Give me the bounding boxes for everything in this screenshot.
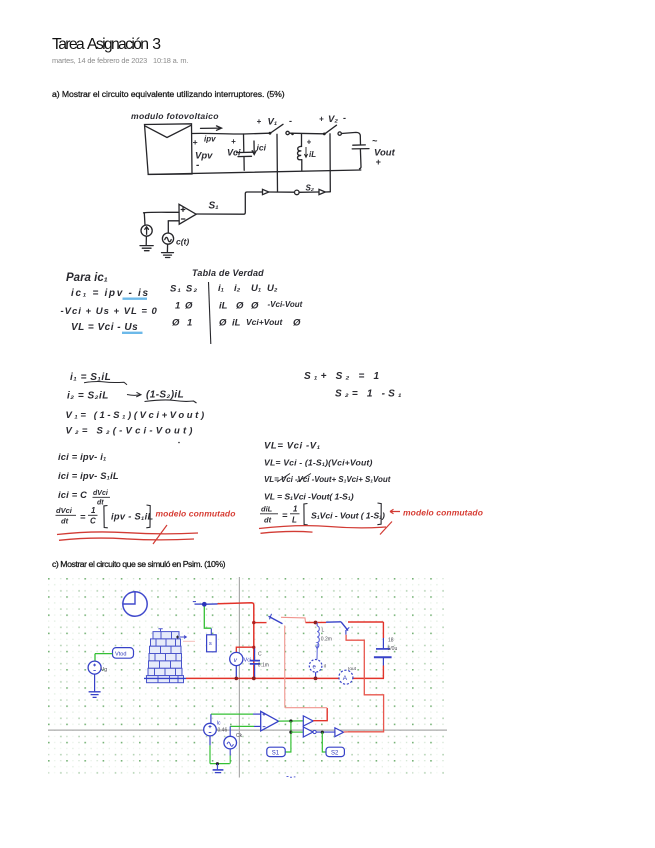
svg-text:5/0u: 5/0u — [388, 646, 398, 652]
svg-text:C: C — [90, 517, 96, 526]
svg-text:Ø: Ø — [251, 301, 259, 312]
svg-text:~: ~ — [372, 136, 378, 146]
svg-text:dt: dt — [97, 500, 104, 507]
svg-text:S2: S2 — [331, 751, 339, 757]
svg-text:VL = Vci - Us: VL = Vci - Us — [71, 322, 138, 333]
svg-text:Vtod: Vtod — [115, 652, 127, 658]
svg-text:dt: dt — [61, 517, 69, 526]
svg-text:Vg: Vg — [101, 667, 108, 673]
svg-text:S1: S1 — [272, 751, 280, 757]
svg-text:18: 18 — [388, 638, 394, 644]
svg-text:S₁+ S₂ = 1: S₁+ S₂ = 1 — [304, 371, 382, 382]
svg-text:V₂= S₂(-Vci-Vout): V₂= S₂(-Vci-Vout) — [66, 426, 196, 437]
svg-text:dVci: dVci — [93, 490, 109, 497]
svg-text:-Vci + Us + VL = 0: -Vci + Us + VL = 0 — [61, 306, 158, 317]
svg-text:s: s — [209, 641, 212, 647]
svg-text:L: L — [322, 628, 325, 634]
svg-text:-: - — [196, 160, 200, 171]
svg-text:V₁= (1-S₁)(Vci+Vout): V₁= (1-S₁)(Vci+Vout) — [66, 410, 207, 421]
svg-text:iL: iL — [309, 150, 316, 159]
svg-text:VL= Vci -Vci -Vout+ S₁Vci+ S₁V: VL= Vci -Vci -Vout+ S₁Vci+ S₁Vout — [264, 475, 391, 484]
svg-text:1: 1 — [187, 318, 192, 329]
svg-text:Tabla de Verdad: Tabla de Verdad — [192, 268, 264, 278]
svg-text:A: A — [343, 675, 348, 682]
svg-text:S₂= 1 -S₁: S₂= 1 -S₁ — [335, 389, 405, 400]
svg-text:Iout: Iout — [348, 666, 357, 672]
svg-text:Ic: Ic — [217, 721, 221, 727]
svg-text:+: + — [257, 117, 262, 126]
svg-text:S₁Vci - Vout ( 1-S₁): S₁Vci - Vout ( 1-S₁) — [311, 511, 385, 521]
svg-text:U₂: U₂ — [267, 283, 278, 294]
svg-text:U₁: U₁ — [251, 283, 261, 294]
svg-text:Vout: Vout — [374, 148, 396, 159]
svg-text:modelo conmutado: modelo conmutado — [156, 509, 236, 519]
svg-text:+: + — [319, 115, 324, 124]
svg-text:ipv: ipv — [204, 135, 216, 144]
svg-text:=: = — [282, 511, 288, 521]
svg-text:+: + — [231, 137, 236, 146]
svg-text:Vpv: Vpv — [195, 151, 213, 162]
svg-text:VL= Vci - (1-S₁)(Vci+Vout): VL= Vci - (1-S₁)(Vci+Vout) — [264, 458, 373, 468]
svg-text:=: = — [80, 512, 86, 522]
svg-text:iL: iL — [219, 301, 228, 312]
svg-text:Ø: Ø — [236, 301, 244, 312]
svg-text:+: + — [376, 157, 382, 167]
svg-text:modulo fotovoltaico: modulo fotovoltaico — [131, 111, 219, 121]
svg-text:dt: dt — [264, 516, 272, 525]
svg-text:ici = C: ici = C — [58, 490, 87, 500]
svg-text:1: 1 — [293, 505, 298, 514]
svg-text:S₁ S₂: S₁ S₂ — [170, 284, 198, 295]
svg-text:modelo conmutado: modelo conmutado — [403, 508, 483, 518]
svg-text:Ø: Ø — [293, 318, 301, 329]
svg-text:-Vci-Vout: -Vci-Vout — [268, 300, 303, 309]
svg-text:+: + — [193, 137, 198, 147]
svg-text:-: - — [289, 116, 292, 126]
svg-text:Para ic₁: Para ic₁ — [66, 272, 108, 284]
svg-text:Il: Il — [324, 664, 326, 670]
svg-text:i₁: i₁ — [218, 283, 224, 294]
svg-text:ipv - S₁iL: ipv - S₁iL — [111, 512, 153, 522]
svg-text:V₁: V₁ — [268, 117, 278, 128]
svg-text:c(t): c(t) — [176, 237, 189, 247]
svg-text:C: C — [258, 652, 262, 658]
svg-text:0.2m: 0.2m — [321, 637, 332, 643]
svg-text:ici = ipv- i₁: ici = ipv- i₁ — [58, 452, 107, 462]
svg-text:S₂: S₂ — [306, 184, 314, 193]
svg-text:S₁: S₁ — [209, 201, 220, 212]
svg-text:Ø: Ø — [185, 301, 193, 312]
svg-text:ici = ipv- S₁iL: ici = ipv- S₁iL — [58, 471, 119, 481]
svg-text:ici: ici — [257, 143, 267, 153]
svg-text:Ck: Ck — [236, 733, 243, 739]
svg-text:iL: iL — [232, 318, 241, 329]
svg-text:-: - — [343, 113, 346, 123]
svg-text:VL = S₁Vci -Vout( 1-S₁): VL = S₁Vci -Vout( 1-S₁) — [264, 492, 354, 502]
svg-text:1: 1 — [91, 506, 96, 515]
svg-text:+: + — [307, 138, 312, 147]
svg-text:0.1m: 0.1m — [258, 662, 269, 668]
svg-text:Ø: Ø — [219, 318, 227, 329]
svg-text:(1-S₂)iL: (1-S₂)iL — [146, 390, 184, 401]
svg-text:diL: diL — [261, 505, 273, 514]
svg-text:VL= Vci -V₁: VL= Vci -V₁ — [264, 441, 321, 452]
svg-text:1: 1 — [175, 301, 180, 312]
svg-text:e: e — [313, 665, 317, 671]
svg-text:dVci: dVci — [56, 506, 73, 515]
svg-text:i₁ = S₁iL: i₁ = S₁iL — [70, 372, 111, 383]
svg-text:V₂: V₂ — [328, 114, 338, 125]
svg-text:Vci: Vci — [244, 658, 252, 664]
svg-text:Vci+Vout: Vci+Vout — [246, 317, 283, 327]
svg-text:Ø: Ø — [172, 318, 180, 329]
svg-text:L: L — [292, 516, 297, 525]
svg-text:i₂ = S₂iL: i₂ = S₂iL — [67, 391, 109, 402]
svg-text:Vci: Vci — [227, 148, 241, 158]
svg-text:i₂: i₂ — [234, 283, 241, 294]
svg-text:0.46: 0.46 — [218, 728, 228, 734]
svg-text:ic₁ = ipv - is: ic₁ = ipv - is — [71, 288, 150, 299]
svg-text:v: v — [234, 657, 238, 664]
